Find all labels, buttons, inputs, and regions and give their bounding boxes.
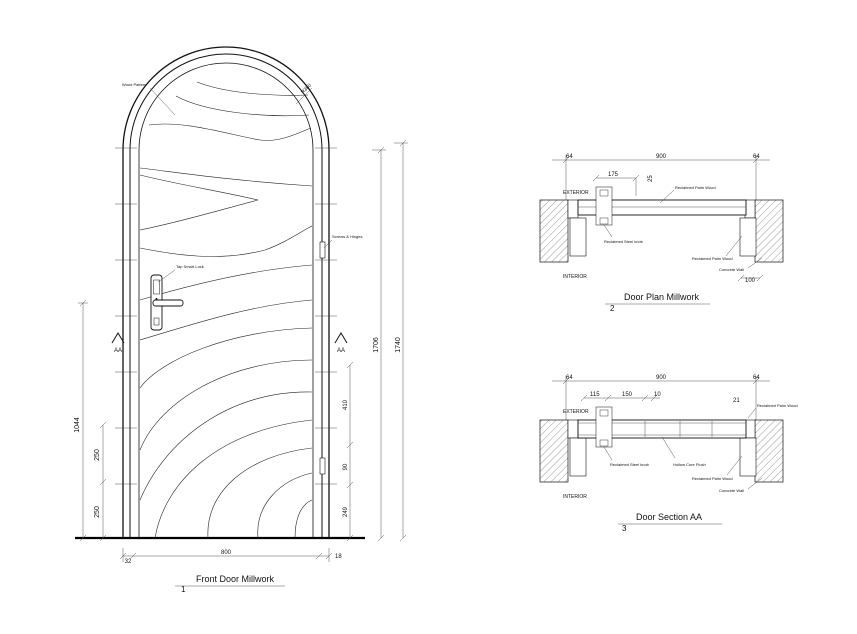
plan-dim-175: 175 <box>608 172 619 178</box>
dim-800: 800 <box>221 550 232 556</box>
plan-jamb-block-left <box>569 217 587 257</box>
door-leaf-edge <box>138 62 314 538</box>
plan-wall-right <box>754 199 784 263</box>
door-plan: 64 900 64 175 25 100 EXTERIOR INTERIOR R… <box>539 154 784 313</box>
leader-smart-lock <box>157 269 176 283</box>
note-tap-smart-lock: Tap Smart Lock <box>176 264 204 269</box>
section-wall-left <box>539 419 569 483</box>
front-dimensions <box>78 139 408 562</box>
section-dim-900: 900 <box>656 375 667 381</box>
section-dim-10: 10 <box>654 392 661 398</box>
plan-wall-left <box>539 199 569 263</box>
dim-410: 410 <box>343 399 349 410</box>
section-marker-left: AA <box>111 332 125 354</box>
dim-1044: 1044 <box>74 417 81 433</box>
note-screws-hinges: Screws & Hinges <box>332 234 362 239</box>
section-dim-64-right: 64 <box>753 375 760 381</box>
hinge-bottom <box>319 457 326 475</box>
section-arrow-icon <box>111 332 125 344</box>
plan-reclaimed-palm: Reclaimed Palm Wood <box>675 185 716 190</box>
section-marker-right: AA <box>334 332 348 354</box>
dim-250-lower: 250 <box>94 506 101 518</box>
section-concrete-wall: Concrete Wall <box>719 488 744 493</box>
section-reclaimed-steel: Reclaimed Steel knob <box>610 462 650 467</box>
plan-exterior: EXTERIOR <box>563 190 589 196</box>
section-wall-right <box>754 419 784 483</box>
door-handle <box>152 299 184 307</box>
plan-interior: INTERIOR <box>563 274 587 280</box>
section-dim-150: 150 <box>622 392 633 398</box>
section-door-leaf <box>577 419 747 439</box>
section-dim-115: 115 <box>590 392 600 398</box>
dim-250-upper: 250 <box>94 449 101 461</box>
dim-249: 249 <box>343 506 349 517</box>
front-number: 1 <box>181 585 186 594</box>
plan-wall-left-inner <box>567 199 579 219</box>
section-arrow-icon <box>334 332 348 344</box>
leader-wood-pattern <box>149 87 176 116</box>
plan-number: 2 <box>610 304 615 313</box>
section-label-right: AA <box>337 348 345 354</box>
section-number: 3 <box>622 524 627 533</box>
section-dim-64-left: 64 <box>566 375 573 381</box>
leader-screws-hinges <box>323 239 333 249</box>
plan-reclaimed-steel: Reclaimed Steel knob <box>604 239 644 244</box>
door-frame-inner-1 <box>129 53 323 538</box>
leader-radius <box>295 87 313 105</box>
dim-32: 32 <box>125 559 132 565</box>
dim-18: 18 <box>335 554 342 560</box>
plan-door-leaf <box>577 199 747 216</box>
front-title: Front Door Millwork <box>196 574 275 584</box>
section-interior: INTERIOR <box>563 494 587 500</box>
note-wood-pattern: Wood Pattern <box>122 82 146 87</box>
plan-dim-900: 900 <box>656 154 667 160</box>
plan-reclaimed-palm-2: Reclaimed Palm Wood <box>692 256 733 261</box>
section-dim-lines <box>552 376 770 420</box>
plan-dim-100: 100 <box>745 278 756 284</box>
section-exterior: EXTERIOR <box>563 409 589 415</box>
section-title: Door Section AA <box>636 512 702 522</box>
plan-jamb-block <box>739 217 757 257</box>
door-frame-outer <box>122 46 330 538</box>
section-reclaimed-palm-top: Reclaimed Palm Wood <box>757 403 798 408</box>
plan-dim-64-right: 64 <box>753 154 760 160</box>
hinge-ticks <box>115 147 337 485</box>
section-hollow-core: Hollow Core Flush <box>673 462 706 467</box>
plan-wall-right-inner <box>744 199 756 219</box>
door-section: 64 900 64 115 150 10 21 EXTERIOR INTERIO… <box>539 375 798 533</box>
section-label-left: AA <box>114 348 122 354</box>
plan-title: Door Plan Millwork <box>624 292 700 302</box>
section-reclaimed-palm: Reclaimed Palm Wood <box>692 476 733 481</box>
dim-1740: 1740 <box>395 337 402 353</box>
wood-pattern <box>139 81 313 539</box>
hinge-top <box>319 241 326 259</box>
dim-1706: 1706 <box>373 337 380 353</box>
dim-90: 90 <box>343 463 349 470</box>
front-door-elevation: Wood Pattern R380 Tap Smart Lock Screws … <box>74 46 408 594</box>
section-dim-21: 21 <box>733 398 740 404</box>
plan-dim-64-left: 64 <box>566 154 573 160</box>
plan-dim-25: 25 <box>648 175 654 182</box>
plan-concrete-wall: Concrete Wall <box>719 267 744 272</box>
plan-dim-lines <box>552 155 770 282</box>
